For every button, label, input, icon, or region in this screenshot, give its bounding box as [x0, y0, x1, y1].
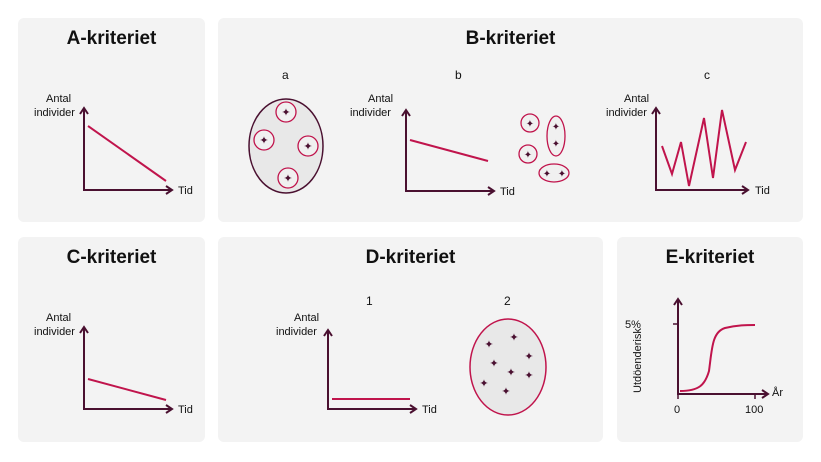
population-line: [409, 139, 489, 162]
axes: [651, 106, 750, 195]
axes: [323, 328, 418, 414]
population-area: [248, 98, 324, 194]
group-circle: [297, 135, 319, 157]
x-axis-label: Tid: [500, 186, 515, 198]
panel-a-criterion: A-kriteriet Antal individer Tid: [18, 18, 205, 222]
panel-d-criterion: D-kriteriet 1 Antal individer Tid 2 ✦ ✦ …: [218, 237, 603, 442]
axes: [79, 106, 174, 195]
y-axis-label-line1: Antal: [368, 93, 393, 105]
bird-icon: ✦: [524, 350, 533, 363]
panel-d-graphs: 1 Antal individer Tid 2 ✦ ✦ ✦ ✦ ✦ ✦ ✦ ✦: [276, 294, 547, 416]
bird-icon: ✦: [303, 140, 312, 153]
bird-icon: ✦: [259, 134, 268, 147]
panel-a-graph: Antal individer Tid: [34, 93, 193, 197]
bird-icon: ✦: [489, 357, 498, 370]
bird-icon: ✦: [509, 331, 518, 344]
y-axis-label-line2: individer: [276, 326, 317, 338]
fragmented-groups: ✦ ✦ ✦ ✦: [253, 101, 319, 189]
y-axis-label-line1: Antal: [294, 312, 319, 324]
group-circle: [546, 115, 566, 157]
population-line: [87, 378, 167, 401]
x-axis-label: År: [772, 386, 783, 399]
group-circle: [253, 129, 275, 151]
y-axis-label-line1: Antal: [46, 312, 71, 324]
panel-c-title: C-kriteriet: [66, 247, 157, 268]
group-circle: [520, 113, 540, 133]
risk-curve: [679, 324, 756, 392]
panel-d-title: D-kriteriet: [365, 247, 456, 268]
y-axis-label: Utdöenderisk: [632, 328, 644, 393]
panel-b-graphs: a ✦ ✦ ✦ ✦ b Antal individer Tid ✦ ✦ ✦ ✦: [248, 68, 770, 198]
sub-label-b: b: [455, 68, 462, 82]
bird-icon: ✦: [479, 377, 488, 390]
y-axis-label-line2: individer: [34, 107, 75, 119]
bird-icon: ✦: [526, 119, 534, 130]
group-circle: [277, 167, 299, 189]
small-population-area: [469, 318, 547, 416]
sub-label-a: a: [282, 68, 289, 82]
panel-a-title: A-kriteriet: [66, 28, 157, 49]
bird-icon: ✦: [524, 150, 532, 161]
population-line: [661, 109, 747, 187]
bird-icon: ✦: [552, 122, 560, 133]
bird-icon: ✦: [506, 366, 515, 379]
x-axis-label: Tid: [755, 185, 770, 197]
individuals: ✦ ✦ ✦ ✦ ✦ ✦ ✦ ✦: [479, 331, 533, 398]
panel-c-criterion: C-kriteriet Antal individer Tid: [18, 237, 205, 442]
sub-label-c: c: [704, 68, 710, 82]
y-axis-label-line2: individer: [606, 107, 647, 119]
bird-icon: ✦: [558, 169, 566, 180]
y-axis-label-line2: individer: [34, 326, 75, 338]
panel-e-title: E-kriteriet: [665, 247, 755, 268]
x-tick-start: 0: [674, 404, 680, 416]
bird-icon: ✦: [552, 139, 560, 150]
population-line: [87, 125, 167, 182]
sub-label-2: 2: [504, 294, 511, 308]
bird-icon: ✦: [484, 338, 493, 351]
x-axis-label: Tid: [178, 185, 193, 197]
bird-icon: ✦: [524, 369, 533, 382]
panel-e-graph: Utdöenderisk 5% År 0 100: [625, 297, 783, 416]
bird-icon: ✦: [501, 385, 510, 398]
group-circle: [275, 101, 297, 123]
scattered-groups: ✦ ✦ ✦ ✦ ✦ ✦: [518, 113, 570, 183]
axes: [673, 297, 770, 399]
axes: [79, 325, 174, 414]
panel-e-criterion: E-kriteriet Utdöenderisk 5% År 0 100: [617, 237, 803, 442]
bird-icon: ✦: [281, 106, 290, 119]
y-tick-label: 5%: [625, 319, 641, 331]
x-axis-label: Tid: [422, 404, 437, 416]
axes: [401, 108, 496, 196]
bird-icon: ✦: [283, 172, 292, 185]
y-axis-label-line2: individer: [350, 107, 391, 119]
panel-b-criterion: B-kriteriet a ✦ ✦ ✦ ✦ b Antal individer …: [218, 18, 803, 222]
sub-label-1: 1: [366, 294, 373, 308]
group-circle: [518, 144, 538, 164]
y-axis-label-line1: Antal: [624, 93, 649, 105]
x-tick-end: 100: [745, 404, 763, 416]
bird-icon: ✦: [543, 169, 551, 180]
y-axis-label-line1: Antal: [46, 93, 71, 105]
panel-c-graph: Antal individer Tid: [34, 312, 193, 416]
panel-b-title: B-kriteriet: [465, 28, 556, 49]
group-circle: [538, 163, 570, 183]
x-axis-label: Tid: [178, 404, 193, 416]
